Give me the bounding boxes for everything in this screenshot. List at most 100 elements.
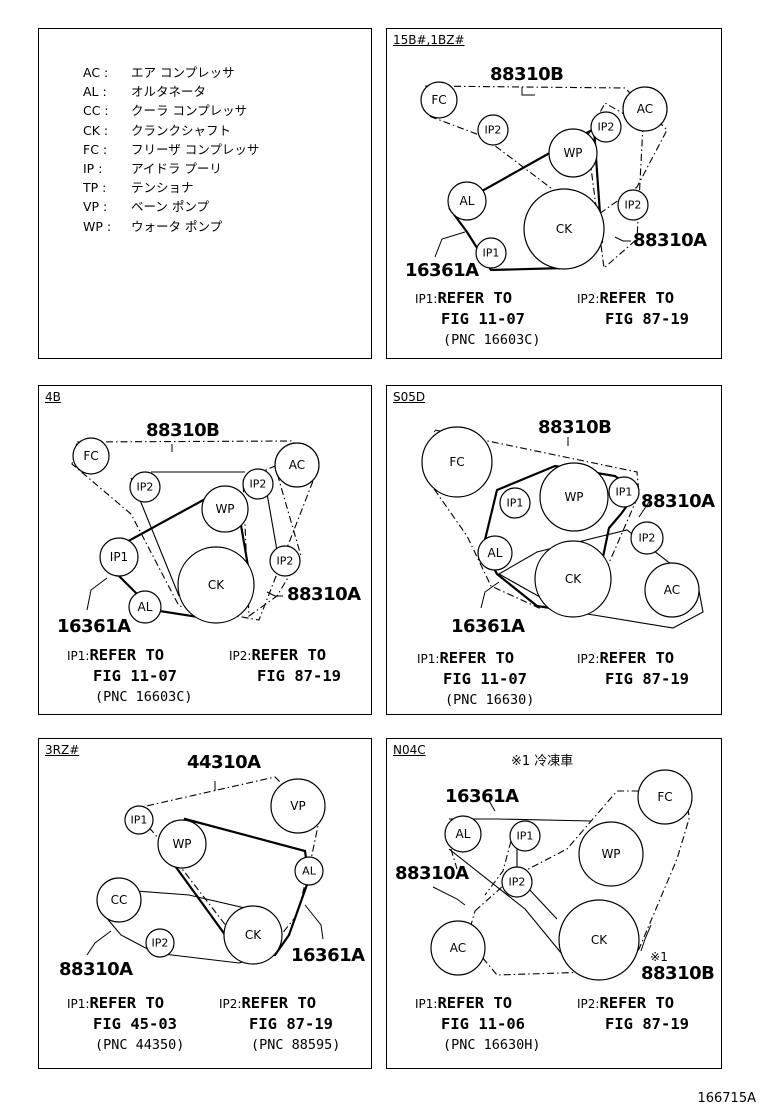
leader-line <box>434 231 466 258</box>
pulley-ac <box>644 562 700 618</box>
pulley-ip2 <box>477 114 509 146</box>
legend-desc: アイドラ プーリ <box>131 161 222 177</box>
pulley-label: FC <box>431 93 446 107</box>
legend-desc: クランクシャフト <box>131 122 232 138</box>
pulley-ck <box>177 546 255 624</box>
pulley-ip2 <box>242 468 274 500</box>
pulley-ip2 <box>145 928 175 958</box>
pulley-al <box>444 815 482 853</box>
part-number-88310a: 88310A <box>641 491 715 512</box>
pulley-label: IP2 <box>639 532 656 545</box>
pulley-label: WP <box>563 146 582 160</box>
legend-code: AC : <box>83 65 109 80</box>
pulley-label: AL <box>488 546 503 560</box>
legend-row-ck: CK : クランクシャフト <box>83 121 259 140</box>
ref-ip1: IP1:REFER TO FIG 11-06 (PNC 16630H) <box>415 993 541 1055</box>
ref-label: IP1: <box>417 652 440 666</box>
legend-desc: ベーン ポンプ <box>131 199 209 215</box>
pulley-label: CK <box>245 928 262 942</box>
ref-ip2: IP2:REFER TO FIG 87-19 <box>577 288 689 329</box>
part-number-16361a: 16361A <box>291 945 365 966</box>
ref-text: REFER TO <box>599 649 675 667</box>
pulley-ip2 <box>501 866 533 898</box>
pulley-ck <box>558 899 640 981</box>
ref-fig: FIG 11-07 <box>441 310 525 328</box>
ref-text: REFER TO <box>89 646 165 664</box>
ref-label: IP2: <box>229 649 252 663</box>
ref-ip2: IP2:REFER TO FIG 87-19 (PNC 88595) <box>219 993 340 1055</box>
pulley-label: CK <box>208 578 225 592</box>
ref-pnc: (PNC 16603C) <box>443 332 541 348</box>
reefer-note: ※1 冷凍車 <box>511 754 574 769</box>
pulley-label: WP <box>601 847 620 861</box>
ref-ip2: IP2:REFER TO FIG 87-19 <box>577 648 689 689</box>
ref-text: REFER TO <box>437 994 513 1012</box>
pulley-label: IP2 <box>137 481 154 494</box>
legend-code: CK : <box>83 122 109 138</box>
belt-diagram: FC AL IP1 WP IP2 AC CK 16361A 88310A ※1 … <box>395 769 715 984</box>
ref-fig: FIG 87-19 <box>249 1015 333 1033</box>
leader-line <box>521 87 535 96</box>
legend-list: AC :エア コンプレッサ AL :オルタネータ CC :クーラ コンプレッサ … <box>83 63 259 236</box>
pulley-ck <box>534 540 612 618</box>
legend-row-tp: TP :テンショナ <box>83 178 259 197</box>
ref-label: IP1: <box>67 649 90 663</box>
pulley-fc <box>420 81 458 119</box>
ref-fig: FIG 45-03 <box>93 1015 177 1033</box>
leader-line <box>86 577 108 611</box>
leader-line <box>432 886 466 906</box>
ref-fig: FIG 11-07 <box>443 670 527 688</box>
legend-code: AL : <box>83 84 107 100</box>
ref-text: REFER TO <box>599 289 675 307</box>
engine-tag: 3RZ# <box>45 743 80 757</box>
ref-text: REFER TO <box>437 289 513 307</box>
ref-label: IP1: <box>415 292 438 306</box>
ref-label: IP1: <box>67 997 90 1011</box>
ref-pnc: (PNC 16630) <box>445 692 535 708</box>
legend-code: IP : <box>83 161 103 177</box>
pulley-ip1 <box>475 237 507 269</box>
pulley-label: AC <box>289 458 305 472</box>
pulley-label: AL <box>460 194 475 208</box>
pulley-label: IP1 <box>517 830 534 843</box>
part-number-16361a: 16361A <box>57 616 131 637</box>
pulley-label: IP2 <box>152 937 169 950</box>
pulley-label: VP <box>290 799 305 813</box>
ref-text: REFER TO <box>89 994 165 1012</box>
leader-line <box>480 581 500 609</box>
ref-text: REFER TO <box>599 994 675 1012</box>
part-number-88310a: 88310A <box>395 863 469 884</box>
ref-text: REFER TO <box>251 646 327 664</box>
legend-desc: オルタネータ <box>131 84 207 100</box>
pulley-ck <box>523 188 605 270</box>
leader-line <box>614 236 631 242</box>
part-number-44310a: 44310A <box>187 752 261 773</box>
pulley-wp <box>201 485 249 533</box>
pulley-wp <box>539 462 609 532</box>
legend-row-ac: AC :エア コンプレッサ <box>83 63 259 82</box>
pulley-label: FC <box>83 449 98 463</box>
legend-code: VP : <box>83 199 108 215</box>
belt-diagram: FC AC IP2 IP2 WP AL CK IP2 IP1 88310B 88… <box>405 64 708 281</box>
ref-text: REFER TO <box>439 649 515 667</box>
ref-fig: FIG 87-19 <box>605 310 689 328</box>
diagram-panel-4b: 4B FC AC IP2 IP2 WP IP1 CK IP2 AL 88310B… <box>38 385 372 715</box>
pulley-label: FC <box>449 455 464 469</box>
pulley-label: CK <box>556 222 573 236</box>
pulley-label: IP1 <box>483 247 500 260</box>
part-number-88310b: 88310B <box>641 963 714 984</box>
pulley-label: CK <box>565 572 582 586</box>
pulley-wp <box>157 819 207 869</box>
ref-ip1: IP1:REFER TO FIG 11-07 (PNC 16630) <box>417 648 534 710</box>
leader-line <box>304 904 324 940</box>
legend-code: TP : <box>83 180 107 196</box>
legend-desc: クーラ コンプレッサ <box>131 103 248 119</box>
pulley-label: IP2 <box>598 121 615 134</box>
belt-88310b <box>466 790 690 976</box>
pulley-al <box>447 181 487 221</box>
ref-ip2: IP2:REFER TO FIG 87-19 <box>577 993 689 1034</box>
pulley-wp <box>548 128 598 178</box>
pulley-ac <box>274 442 320 488</box>
pulley-label: IP2 <box>625 199 642 212</box>
ref-fig: FIG 11-06 <box>441 1015 525 1033</box>
